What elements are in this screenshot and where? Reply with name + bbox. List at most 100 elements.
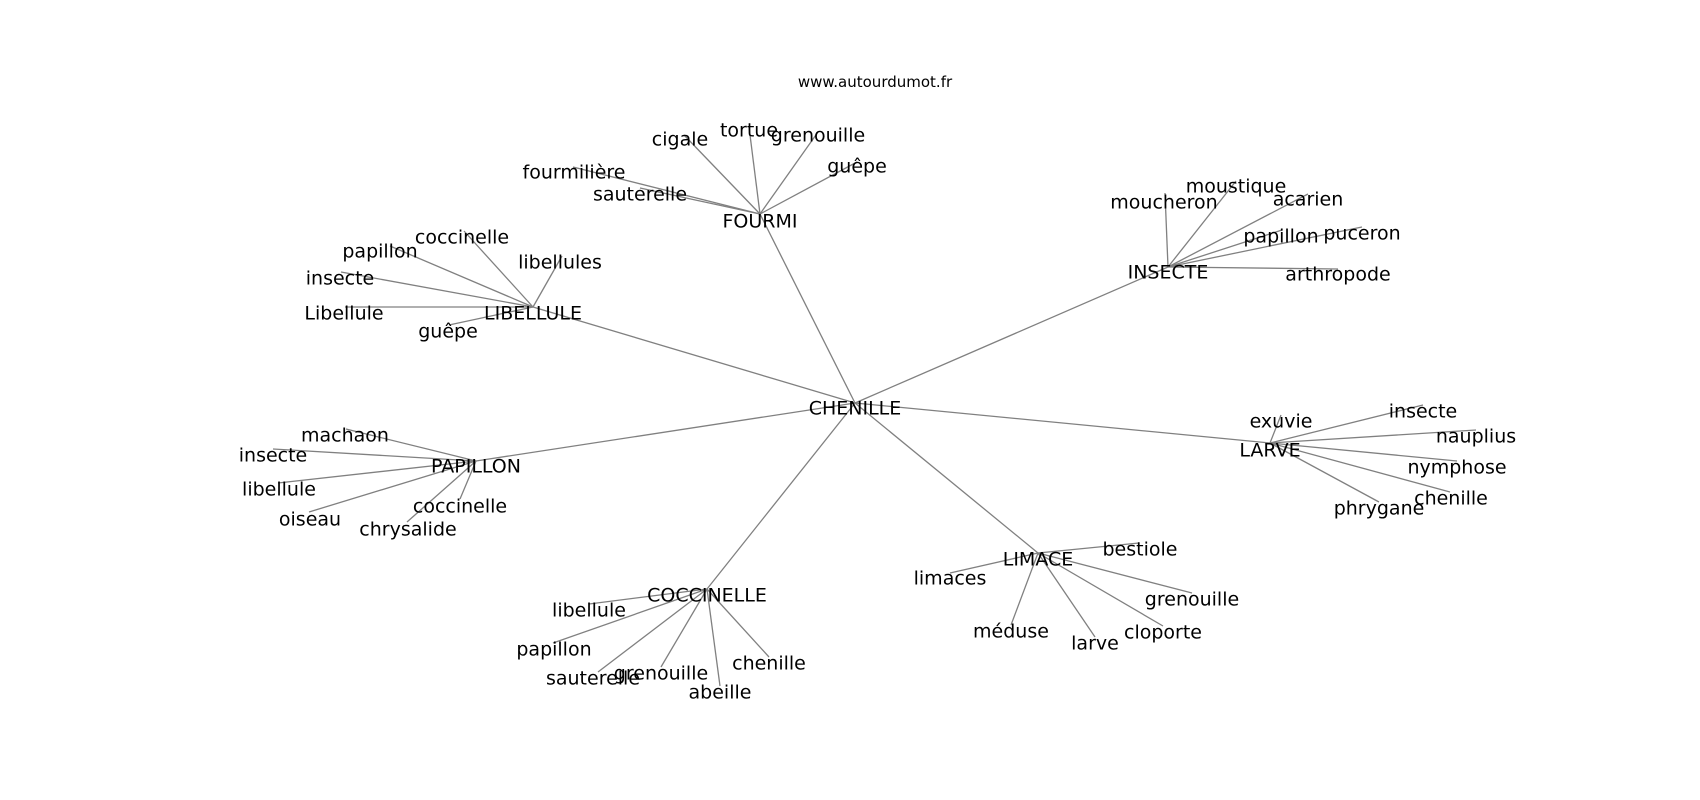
edge-papillon-to-leaf — [406, 460, 477, 523]
edge-larve-to-leaf — [1269, 429, 1477, 444]
leaf-node-label: nauplius — [1436, 426, 1516, 448]
leaf-node-label: coccinelle — [415, 227, 509, 249]
edge-insecte-to-leaf — [1164, 192, 1169, 268]
edge-libellule-to-leaf — [532, 255, 563, 308]
source-url: www.autourdumot.fr — [797, 73, 953, 91]
leaf-node-label: cigale — [652, 129, 708, 151]
leaf-node-label: exuvie — [1250, 411, 1313, 433]
leaf-node-label: chenille — [1414, 488, 1488, 510]
edge-coccinelle-to-leaf — [660, 588, 708, 668]
edge-center-to-papillon — [475, 402, 856, 462]
leaf-node-label: chenille — [732, 653, 806, 675]
edge-papillon-to-leaf — [345, 428, 477, 462]
hub-node-label: LIBELLULE — [484, 303, 582, 325]
leaf-node-label: tortue — [720, 120, 778, 142]
edge-fourmi-to-leaf — [759, 161, 858, 215]
edge-coccinelle-to-leaf — [588, 588, 708, 605]
edge-center-to-insecte — [854, 266, 1169, 404]
hub-node-label: LIMACE — [1003, 549, 1074, 571]
leaf-node-label: papillon — [516, 639, 591, 661]
leaf-node-label: libellules — [518, 252, 602, 274]
edge-limace-to-leaf — [1037, 552, 1096, 638]
edge-coccinelle-to-leaf — [552, 588, 708, 644]
leaf-node-label: insecte — [1389, 401, 1458, 423]
leaf-node-label: limaces — [914, 568, 987, 590]
leaf-node-label: puceron — [1323, 223, 1400, 245]
edge-coccinelle-to-leaf — [597, 588, 708, 673]
edge-coccinelle-to-leaf — [706, 588, 721, 687]
edge-papillon-to-leaf — [277, 460, 477, 484]
edge-larve-to-leaf — [1269, 442, 1458, 462]
edge-larve-to-leaf — [1269, 442, 1451, 493]
edge-coccinelle-to-leaf — [706, 588, 770, 658]
leaf-node-label: larve — [1071, 633, 1119, 655]
leaf-node-label: grenouille — [771, 125, 865, 147]
edge-limace-to-leaf — [949, 552, 1039, 574]
leaf-node-label: grenouille — [1145, 589, 1239, 611]
hub-node-label: PAPILLON — [431, 456, 521, 478]
edge-center-to-libellule — [532, 306, 856, 404]
leaf-node-label: libellule — [242, 479, 316, 501]
edge-insecte-to-leaf — [1167, 193, 1309, 268]
edge-libellule-to-leaf — [340, 271, 534, 308]
edge-center-to-coccinelle — [706, 402, 856, 590]
edge-limace-to-leaf — [1010, 552, 1039, 626]
edge-fourmi-to-leaf — [759, 131, 819, 215]
edge-larve-to-leaf — [1269, 404, 1424, 444]
edge-fourmi-to-leaf — [683, 134, 761, 215]
edge-insecte-to-leaf — [1167, 266, 1339, 270]
leaf-node-label: libellule — [552, 600, 626, 622]
edge-larve-to-leaf — [1269, 414, 1282, 444]
edge-fourmi-to-leaf — [748, 126, 761, 215]
hub-node-label: INSECTE — [1128, 262, 1209, 284]
leaf-node-label: phrygane — [1334, 498, 1425, 520]
leaf-node-label: insecte — [239, 445, 308, 467]
edge-fourmi-to-leaf — [639, 187, 761, 215]
leaf-node-label: Libellule — [304, 303, 383, 325]
edge-limace-to-leaf — [1037, 552, 1193, 594]
leaf-node-label: papillon — [342, 241, 417, 263]
leaf-node-label: fourmilière — [523, 162, 626, 184]
leaf-node-label: méduse — [973, 621, 1049, 643]
edge-libellule-to-leaf — [463, 230, 534, 308]
leaf-node-label: oiseau — [279, 509, 341, 531]
edge-limace-to-leaf — [1037, 542, 1140, 554]
graph-edges — [272, 126, 1477, 687]
leaf-node-label: papillon — [1243, 226, 1318, 248]
leaf-node-label: arthropode — [1285, 264, 1390, 286]
hub-node-label: FOURMI — [723, 211, 798, 233]
edge-papillon-to-leaf — [308, 460, 477, 513]
leaf-node-label: guêpe — [418, 321, 478, 343]
edge-center-to-limace — [854, 402, 1039, 554]
leaf-node-label: machaon — [301, 425, 389, 447]
leaf-node-label: chrysalide — [359, 519, 456, 541]
leaf-node-label: coccinelle — [413, 496, 507, 518]
leaf-node-label: nymphose — [1407, 457, 1506, 479]
leaf-node-label: cloporte — [1124, 622, 1202, 644]
edge-limace-to-leaf — [1037, 552, 1164, 627]
leaf-node-label: abeille — [689, 682, 752, 704]
edge-insecte-to-leaf — [1167, 226, 1363, 268]
leaf-node-label: sauterelle — [546, 668, 640, 690]
edge-libellule-to-leaf — [448, 306, 534, 326]
edge-larve-to-leaf — [1269, 442, 1380, 503]
hub-node-label: LARVE — [1239, 440, 1300, 462]
edge-papillon-to-leaf — [272, 448, 477, 462]
leaf-node-label: sauterelle — [593, 184, 687, 206]
edge-insecte-to-leaf — [1167, 180, 1237, 268]
leaf-node-label: grenouille — [614, 663, 708, 685]
edge-fourmi-to-leaf — [572, 166, 761, 215]
edge-center-to-larve — [854, 402, 1271, 444]
edge-center-to-fourmi — [759, 213, 856, 404]
leaf-node-label: moucheron — [1110, 192, 1217, 214]
center-node-label: CHENILLE — [809, 398, 902, 420]
edge-insecte-to-leaf — [1167, 229, 1283, 268]
hub-node-label: COCCINELLE — [647, 585, 767, 607]
leaf-node-label: acarien — [1273, 189, 1344, 211]
leaf-node-label: guêpe — [827, 156, 887, 178]
leaf-node-label: bestiole — [1103, 539, 1178, 561]
edge-papillon-to-leaf — [459, 460, 477, 500]
leaf-node-label: insecte — [306, 268, 375, 290]
